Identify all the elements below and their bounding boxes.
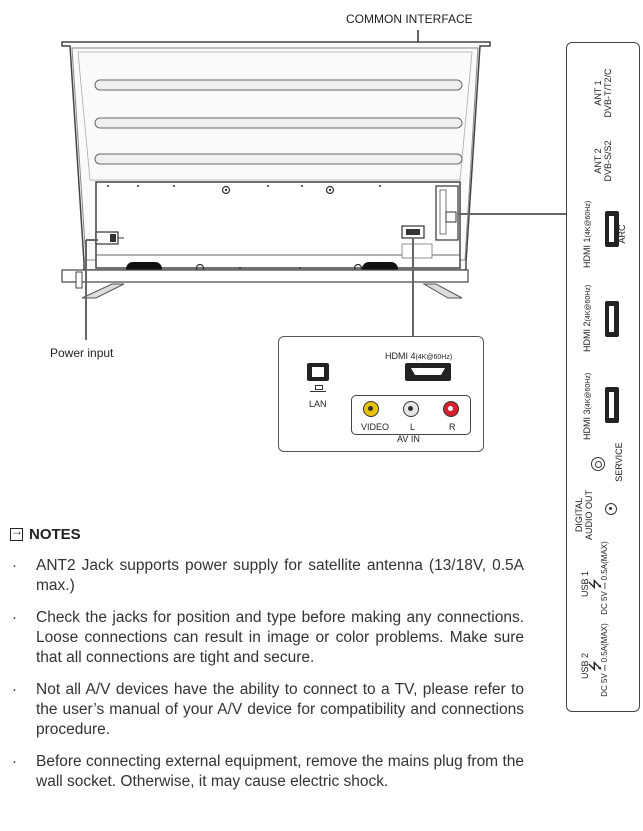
arc-label: ARC <box>617 224 627 244</box>
note-item: ANT2 Jack supports power supply for sate… <box>12 556 524 596</box>
usb2-spec: DC 5V ⎓ 0.5A(MAX) <box>600 623 609 697</box>
service-port <box>591 457 605 471</box>
note-item: Before connecting external equipment, re… <box>12 752 524 792</box>
audio-r-jack <box>443 401 459 417</box>
usb2-icon: ⭍ <box>587 660 603 672</box>
arrow-box-icon <box>10 524 23 541</box>
lan-label: LAN <box>309 399 327 409</box>
hdmi2-label: HDMI 2(4K@60Hz) <box>582 284 592 352</box>
hdmi3-port <box>605 387 619 423</box>
hdmi4-port <box>405 363 451 381</box>
notes-list: ANT2 Jack supports power supply for sate… <box>12 556 524 804</box>
av-in-group <box>351 395 471 435</box>
power-input-label: Power input <box>50 346 114 360</box>
note-item: Check the jacks for position and type be… <box>12 608 524 668</box>
hdmi1-label: HDMI 1(4K@60Hz) <box>582 200 592 268</box>
common-interface-label: COMMON INTERFACE <box>346 12 473 26</box>
video-jack <box>363 401 379 417</box>
audio-l-label: L <box>408 422 418 432</box>
hdmi1-port <box>605 211 619 247</box>
notes-heading-text: NOTES <box>29 526 81 543</box>
service-label: SERVICE <box>614 442 624 482</box>
note-item: Not all A/V devices have the ability to … <box>12 680 524 740</box>
audio-r-label: R <box>447 422 458 432</box>
usb1-icon: ⭍ <box>587 578 603 590</box>
video-label: VIDEO <box>359 422 392 432</box>
digital-audio-port <box>605 503 617 515</box>
av-in-label: AV IN <box>397 434 420 444</box>
network-icon <box>309 385 327 395</box>
hdmi4-label: HDMI 4(4K@60Hz) <box>385 351 453 361</box>
lan-port <box>307 363 329 381</box>
hdmi2-port <box>605 301 619 337</box>
notes-heading: NOTES <box>10 524 81 543</box>
rear-connector-inset: HDMI 4(4K@60Hz) LAN VIDEO L R AV IN <box>278 336 484 452</box>
hdmi3-label: HDMI 3(4K@60Hz) <box>582 372 592 440</box>
audio-l-jack <box>403 401 419 417</box>
